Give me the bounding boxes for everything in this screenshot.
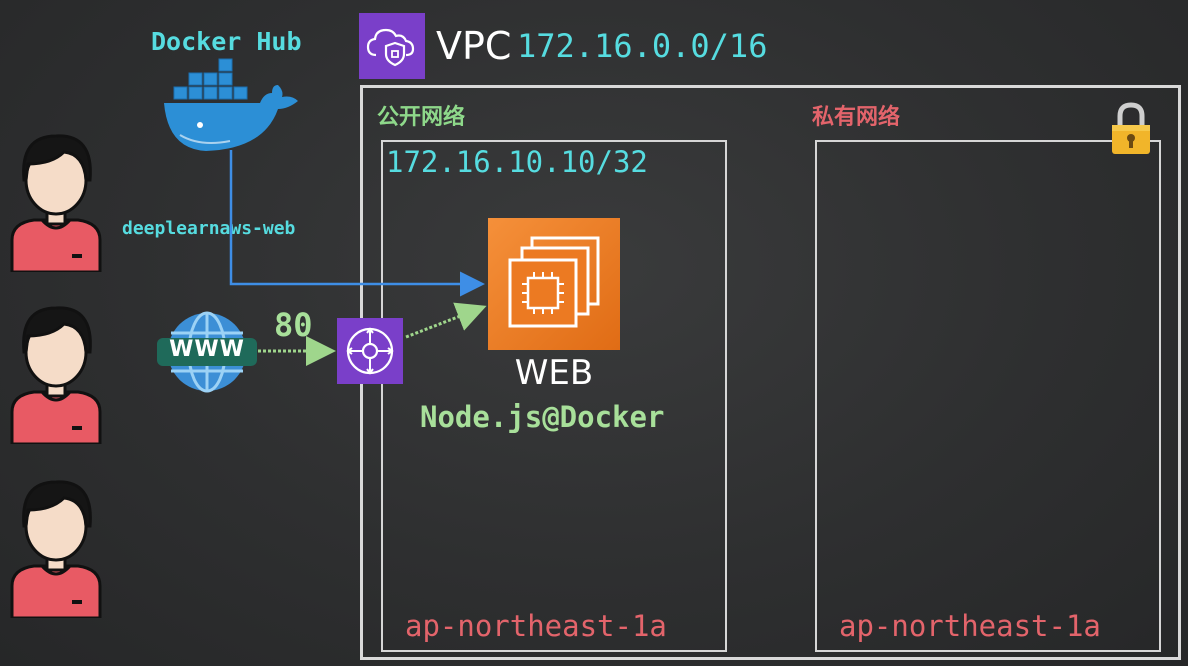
public-subnet-box: [381, 140, 727, 652]
www-globe-icon: [157, 311, 257, 393]
user-avatar-icon: [10, 134, 102, 272]
private-subnet-az: ap-northeast-1a: [839, 609, 1101, 643]
instance-name: WEB: [514, 353, 594, 393]
private-subnet-box: [815, 140, 1161, 652]
vpc-shield-icon: [366, 28, 415, 67]
docker-image-name: deeplearnaws-web: [122, 218, 296, 239]
vpc-title: VPC: [436, 24, 512, 68]
ec2-instance-icon: [508, 236, 600, 328]
docker-pull-arrow: [229, 150, 485, 297]
public-subnet-az: ap-northeast-1a: [405, 609, 667, 643]
ec2-instance: [488, 218, 620, 350]
vpc-cidr: 172.16.0.0/16: [517, 27, 768, 65]
public-subnet-cidr: 172.16.10.10/32: [386, 145, 648, 179]
private-subnet-label: 私有网络: [812, 105, 901, 130]
user-avatar-icon: [10, 480, 102, 618]
internet-gateway: [337, 318, 403, 384]
user-avatar-icon: [10, 306, 102, 444]
www-label: WWW: [169, 337, 245, 362]
gateway-to-instance-arrow: [405, 302, 487, 339]
docker-whale-icon: [164, 58, 298, 151]
lock-icon: [1108, 100, 1154, 158]
vpc-icon: [359, 13, 425, 79]
docker-hub-label: Docker Hub: [151, 27, 302, 56]
public-subnet-label: 公开网络: [377, 105, 466, 130]
internet-gateway-icon: [346, 327, 394, 375]
instance-runtime: Node.js@Docker: [420, 400, 665, 434]
